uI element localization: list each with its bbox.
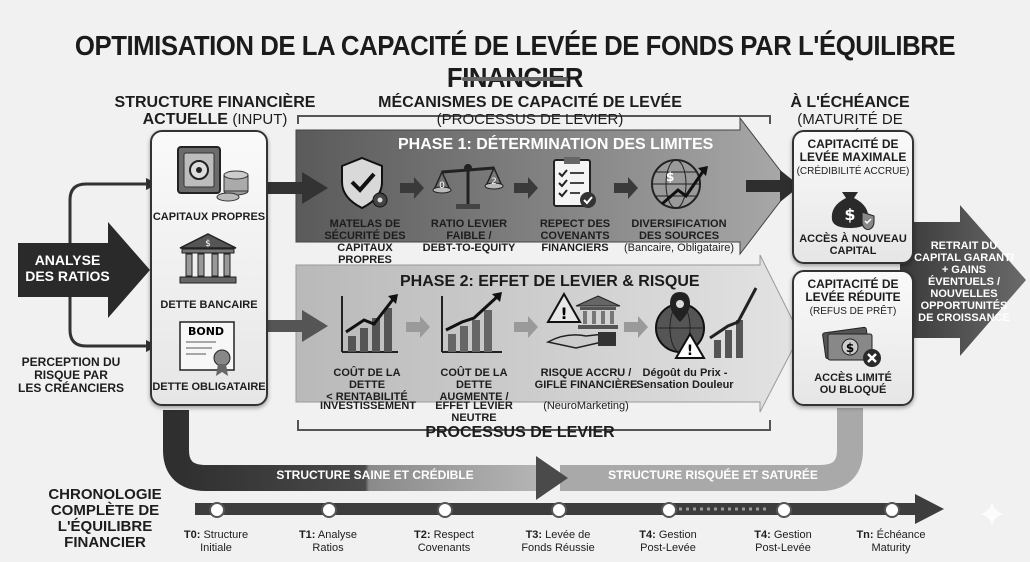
left-header-line2: ACTUELLE xyxy=(142,111,228,128)
item-dette-bancaire: DETTE BANCAIRE xyxy=(160,299,258,311)
timeline-dot-t1 xyxy=(321,502,337,518)
phase2-step1-label: COÛT DE LA DETTE< RENTABILITÉ xyxy=(326,367,408,403)
svg-text:!: ! xyxy=(560,304,567,323)
item-dette-obligataire: DETTE OBLIGATAIRE xyxy=(152,381,266,393)
sparkle-icon xyxy=(980,502,1004,526)
right-header-main: À L'ÉCHÉANCE xyxy=(790,94,910,111)
flow-healthy-label: STRUCTURE SAINE ET CRÉDIBLE xyxy=(276,468,474,482)
timeline-dot-tn xyxy=(884,502,900,518)
reduced-capacity-sub: (REFUS DE PRÊT) xyxy=(809,306,897,317)
checklist-icon xyxy=(553,157,596,208)
timeline-dot-t2 xyxy=(437,502,453,518)
timeline-dot-t4b xyxy=(776,502,792,518)
phase1-title: PHASE 1: DÉTERMINATION DES LIMITES xyxy=(398,136,714,153)
item-capitaux-propres: CAPITAUX PROPRES xyxy=(152,211,266,223)
middle-header-main: MÉCANISMES DE CAPACITÉ DE LEVÉE xyxy=(378,94,682,111)
bank-icon: $ xyxy=(179,233,237,284)
timeline-dot-t4a xyxy=(661,502,677,518)
phase2-step2-tail: EFFET LEVIER NEUTRE xyxy=(435,400,513,424)
safe-icon xyxy=(177,146,249,202)
svg-text:$: $ xyxy=(846,341,854,355)
timeline-dot-t0 xyxy=(209,502,225,518)
timeline-dot-t3 xyxy=(551,502,567,518)
left-header-tag: (INPUT) xyxy=(232,111,288,128)
title-underline xyxy=(462,77,568,81)
scale-right-num: 2 xyxy=(491,177,497,187)
perception-line1: PERCEPTION DU xyxy=(21,355,121,369)
perception-line3: LES CRÉANCIERS xyxy=(17,381,124,395)
money-bag-icon: $ xyxy=(831,192,875,230)
globe-warning-icon: ! xyxy=(655,287,758,359)
svg-text:$: $ xyxy=(666,170,674,184)
max-capacity-sub: (CRÉDIBILITÉ ACCRUE) xyxy=(796,166,910,177)
middle-header-sub: (PROCESSUS DE LEVIER) xyxy=(436,111,624,128)
analyse-line1: ANALYSE xyxy=(34,252,101,268)
left-section-header: STRUCTURE FINANCIÈRE ACTUELLE (INPUT) xyxy=(100,94,330,128)
balance-scale-icon: 0 2 xyxy=(432,164,504,209)
middle-footer-label: PROCESSUS DE LEVIER xyxy=(425,424,615,441)
bond-certificate-icon: BOND xyxy=(179,321,235,376)
svg-text:!: ! xyxy=(687,343,693,359)
analyse-arrow-label: ANALYSE DES RATIOS xyxy=(20,252,115,284)
phase2-step3-tail: (NeuroMarketing) xyxy=(543,400,629,412)
perception-line2: RISQUE PAR xyxy=(34,368,108,382)
left-header-main: STRUCTURE FINANCIÈRE xyxy=(114,94,316,111)
phase2-step4-label: Dégoût du Prix -Sensation Douleur xyxy=(636,367,734,391)
analyse-line2: DES RATIOS xyxy=(25,268,110,284)
middle-section-header: MÉCANISMES DE CAPACITÉ DE LEVÉE (PROCESS… xyxy=(360,94,700,128)
shield-check-icon xyxy=(341,156,388,210)
perception-label: PERCEPTION DU RISQUE PAR LES CRÉANCIERS xyxy=(6,356,136,395)
scale-left-num: 0 xyxy=(439,181,445,191)
svg-text:$: $ xyxy=(205,239,211,249)
bond-icon-text: BOND xyxy=(188,325,224,338)
flow-risky-label: STRUCTURE RISQUÉE ET SATURÉE xyxy=(608,468,818,482)
risk-hand-icon: ! xyxy=(546,292,621,349)
phase2-title: PHASE 2: EFFET DE LEVIER & RISQUE xyxy=(400,273,700,290)
phase1-step4-sub: (Bancaire, Obligataire) xyxy=(623,242,735,254)
phase2-step3-label: RISQUE ACCRU /GIFLE FINANCIÈRE xyxy=(534,367,638,391)
bar-chart-rising-icon xyxy=(441,292,502,353)
cash-denied-icon: $ xyxy=(822,326,881,367)
svg-text:$: $ xyxy=(844,205,855,224)
middle-section-footer: PROCESSUS DE LEVIER xyxy=(400,424,640,441)
phase2-step1-tail: INVESTISSEMENT xyxy=(320,400,416,412)
bar-chart-up-icon xyxy=(341,294,398,353)
globe-growth-icon: $ xyxy=(651,159,708,209)
